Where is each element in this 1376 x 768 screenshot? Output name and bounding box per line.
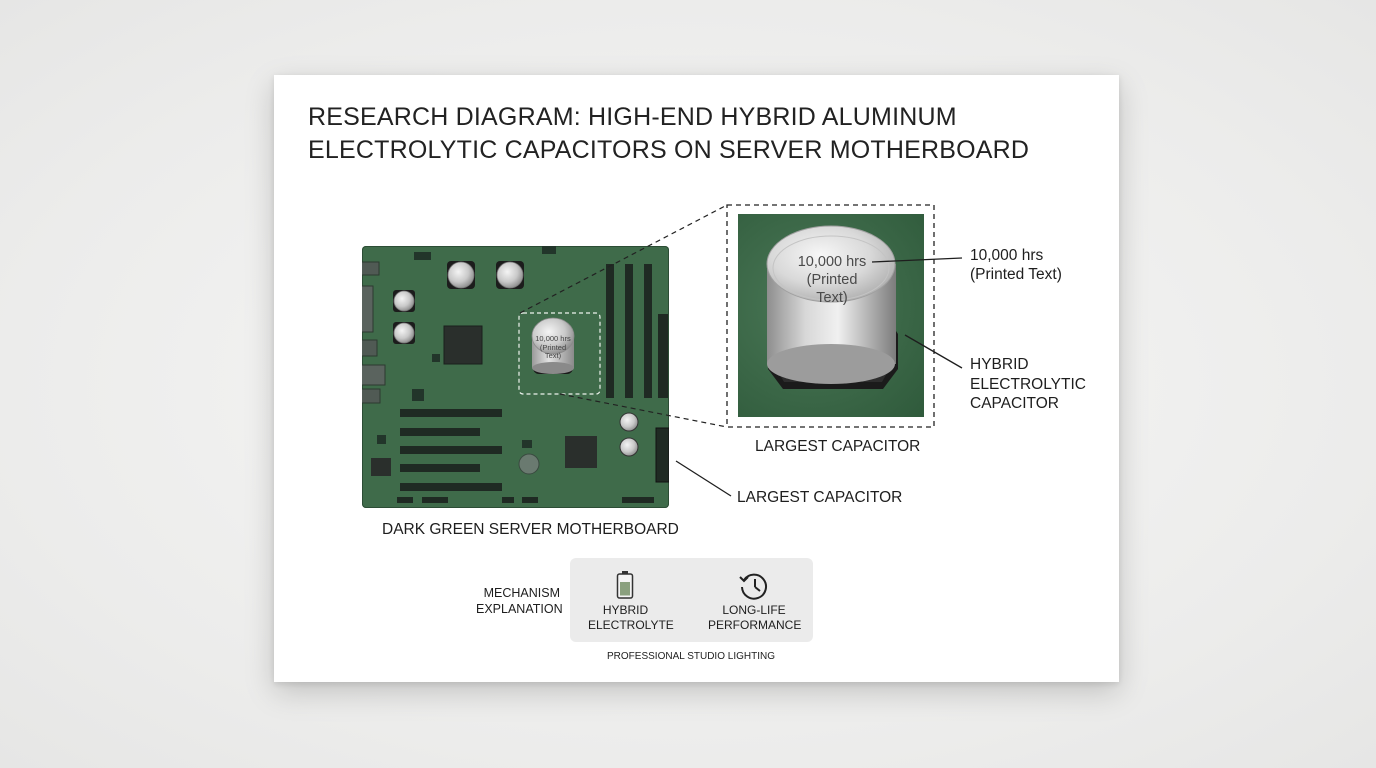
board-largest-capacitor-label: LARGEST CAPACITOR [737,489,903,506]
page-title: RESEARCH DIAGRAM: HIGH-END HYBRID ALUMIN… [308,101,1068,167]
board-caption: DARK GREEN SERVER MOTHERBOARD [382,521,679,538]
projection-line-bottom [559,393,728,428]
zoomed-capacitor: 10,000 hrs (Printed Text) [766,225,898,389]
board-capacitor [393,290,415,312]
board-cap-text-2: (Printed [540,343,566,352]
callout-line-hybrid [904,334,963,369]
board-cap-text-3: Text) [545,351,562,360]
board-capacitor [496,261,524,289]
board-cap-text-1: 10,000 hrs [535,334,571,343]
board-capacitor [619,412,639,432]
server-motherboard: 10,000 hrs (Printed Text) [358,246,670,508]
callout-printed-text: 10,000 hrs (Printed Text) [970,247,1062,283]
callout-line-largest [675,460,732,497]
mechanism-label: MECHANISM EXPLANATION [476,586,563,616]
title-line-1: RESEARCH DIAGRAM: HIGH-END HYBRID ALUMIN… [308,103,957,131]
clock-history-icon [739,573,767,600]
zoom-inset: 10,000 hrs (Printed Text) [738,214,924,417]
callout-hybrid-capacitor: HYBRID ELECTROLYTIC CAPACITOR [970,356,1086,412]
callout-line-printed [871,257,963,263]
mechanism-panel: HYBRID ELECTROLYTE LONG-LIFE PERFORMANCE [570,558,813,642]
zoom-cap-text-3: Text) [816,290,847,306]
board-capacitor [619,437,639,457]
board-capacitor [447,261,475,289]
zoom-caption: LARGEST CAPACITOR [755,438,921,455]
step-hybrid-electrolyte: HYBRID ELECTROLYTE [588,603,674,632]
title-line-2: ELECTROLYTIC CAPACITORS ON SERVER MOTHER… [308,136,1030,164]
zoom-frame [726,204,935,428]
board-capacitor [393,322,415,344]
largest-capacitor-on-board: 10,000 hrs (Printed Text) [531,317,575,374]
projection-line-top [519,204,728,314]
board-highlight-box [518,312,601,395]
battery-icon [616,571,634,599]
step-long-life-performance: LONG-LIFE PERFORMANCE [708,603,802,632]
zoom-cap-text-2: (Printed [807,272,858,288]
zoom-cap-text-1: 10,000 hrs [798,254,867,270]
footer-note: PROFESSIONAL STUDIO LIGHTING [607,651,775,662]
